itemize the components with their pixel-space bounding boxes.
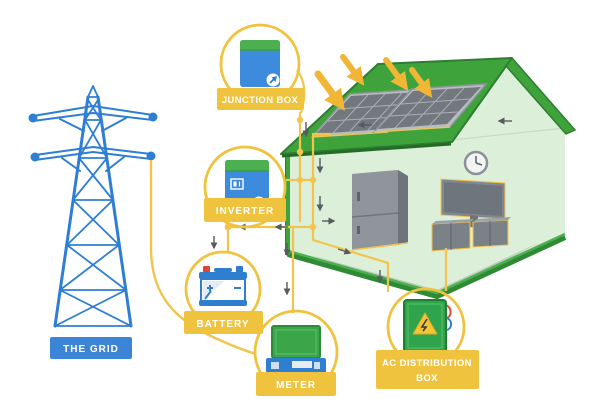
solar-panel-left <box>310 88 426 138</box>
wire-junction-dots <box>224 116 317 231</box>
inverter-banner: INVERTER <box>204 198 286 222</box>
junction-box-icon <box>240 40 280 87</box>
sun-ray-arrows <box>314 54 433 111</box>
inverter-circle <box>203 145 287 229</box>
junction-box-banner: JUNCTION BOX <box>217 88 304 110</box>
red-wire <box>445 304 452 319</box>
house <box>280 54 577 299</box>
distribution-box-icon <box>403 299 453 356</box>
insulator-dot <box>30 152 40 162</box>
inverter-label: INVERTER <box>216 206 275 217</box>
ac-distribution-box-banner: AC DISTRIBUTION BOX <box>376 350 479 389</box>
solar-panel-right <box>372 83 488 133</box>
wall-wire-2 <box>311 132 331 227</box>
sun-ray-arrow <box>340 54 365 86</box>
television <box>431 178 511 252</box>
battery-icon <box>199 266 247 306</box>
meter-banner: METER <box>256 372 336 396</box>
the-grid-label: THE GRID <box>63 344 119 355</box>
sun-ray-arrow <box>409 67 433 98</box>
ac-distribution-box-label-line1: AC DISTRIBUTION <box>382 358 472 369</box>
refrigerator <box>351 170 409 251</box>
sun-ray-arrow <box>383 57 409 91</box>
floor-edge <box>287 234 567 299</box>
sun-ray-arrow <box>314 70 345 111</box>
junction-box-node <box>219 23 301 105</box>
meter-label: METER <box>276 380 316 391</box>
junction-box-label: JUNCTION BOX <box>222 95 299 106</box>
battery-node <box>184 250 262 328</box>
transmission-tower <box>28 85 158 328</box>
insulator-dot <box>146 151 156 161</box>
ac-distribution-box-label-line2: BOX <box>416 373 438 384</box>
flow-arrow-icon <box>337 247 352 255</box>
insulator-dot <box>148 112 158 122</box>
insulator-dot <box>28 113 38 123</box>
battery-banner: BATTERY <box>184 311 263 334</box>
wall-clock <box>463 150 489 176</box>
system-wires <box>226 69 448 313</box>
battery-label: BATTERY <box>196 319 249 330</box>
the-grid-banner: THE GRID <box>50 337 132 359</box>
meter-icon <box>266 325 326 377</box>
blue-wire <box>446 317 453 331</box>
